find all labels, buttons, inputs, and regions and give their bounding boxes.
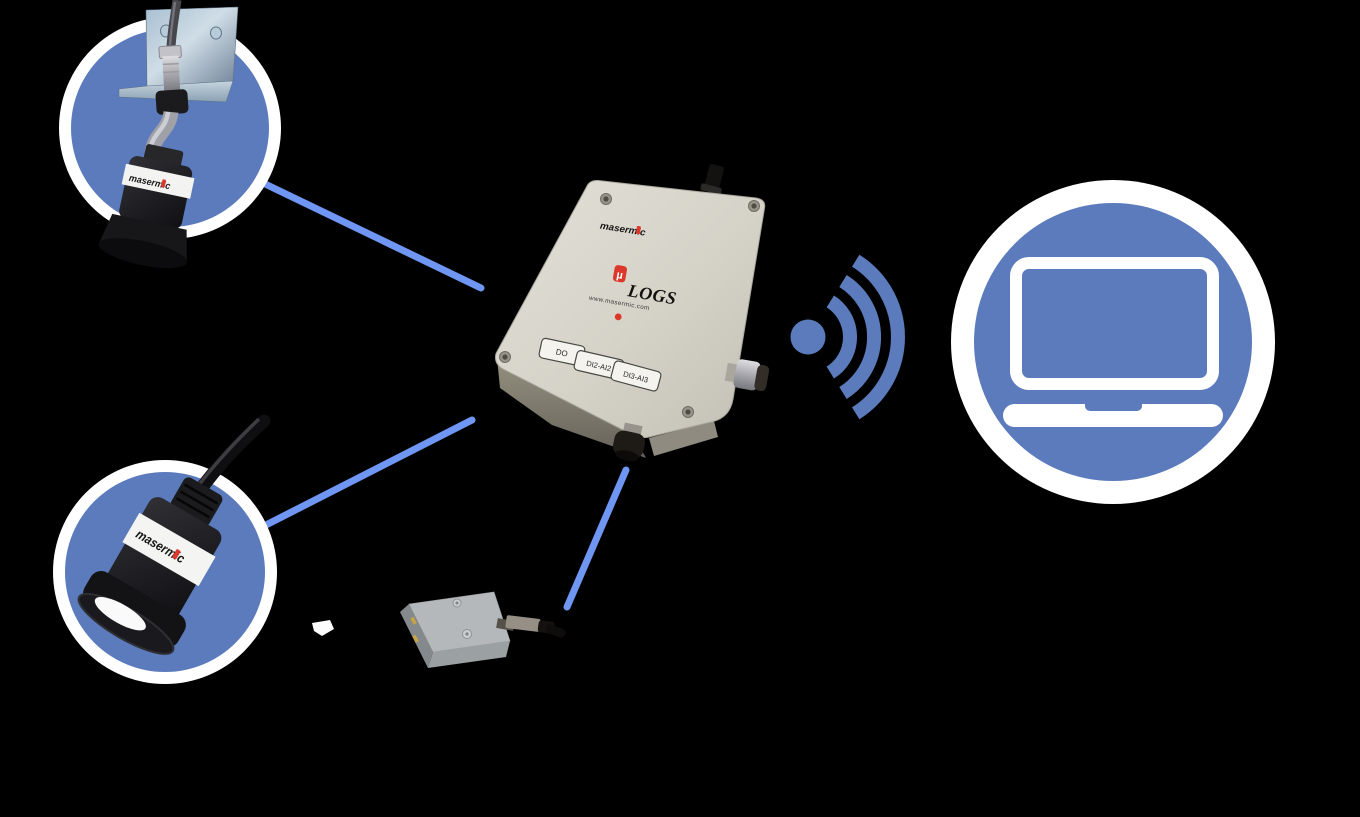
wifi-arc-2 xyxy=(839,275,882,399)
bracket-hole xyxy=(210,26,222,40)
box-contact-pins xyxy=(410,616,419,643)
surface-sensor-box xyxy=(400,591,566,668)
sensor-node-top-left: masermic xyxy=(59,0,281,269)
ulogs-logo: µ LOGS www.masermic.com xyxy=(587,265,678,321)
box-front-face xyxy=(428,641,510,668)
ultrasonic-transducer: masermic xyxy=(77,477,223,655)
antenna-connector xyxy=(700,164,724,195)
box-screws xyxy=(452,598,472,639)
port-label: DO xyxy=(555,347,569,358)
cable-gland xyxy=(158,45,182,93)
port-plate-di3: DI3-AI3 xyxy=(610,360,662,392)
ulogs-mu-badge xyxy=(612,265,627,283)
box-cable xyxy=(496,615,566,638)
datalogger-device: masermic µ LOGS www.masermic.com DO DI2-… xyxy=(495,164,770,462)
link-line-top-sensor xyxy=(257,178,485,292)
sensor-cable-highlight xyxy=(168,1,177,46)
wifi-arc-1 xyxy=(826,295,858,379)
laptop-screen xyxy=(1010,257,1219,390)
brand-band xyxy=(121,163,195,199)
link-line-box-sensor xyxy=(563,466,630,611)
white-speck xyxy=(312,620,334,636)
brand-band xyxy=(122,512,216,587)
laptop-base xyxy=(1003,404,1223,427)
bracket-collar xyxy=(155,89,189,115)
box-left-face xyxy=(400,604,433,668)
laptop-base-notch xyxy=(1085,398,1142,411)
sensor-face xyxy=(98,238,187,269)
port-plate-di2: DI2-AI2 xyxy=(573,350,625,380)
lid-screws xyxy=(499,193,760,418)
bottom-connector xyxy=(612,422,646,462)
wifi-dot xyxy=(790,319,826,355)
link-lines xyxy=(257,178,630,611)
brand-red-mark xyxy=(161,179,166,188)
logo-red-dot xyxy=(614,313,622,321)
link-line-bottom-sensor xyxy=(262,416,476,529)
brand-red-mark xyxy=(635,225,641,235)
ulogs-mu: µ xyxy=(615,269,623,282)
wifi-arc-3 xyxy=(851,254,905,420)
transducer-face xyxy=(94,597,146,631)
laptop-node xyxy=(951,180,1275,504)
brand-red-mark xyxy=(172,549,181,560)
sensor-node-bottom-left: masermic xyxy=(53,414,277,684)
laptop-icon xyxy=(1003,257,1223,427)
transducer-flange xyxy=(83,570,186,648)
wifi-signal-icon xyxy=(790,254,905,420)
ultrasonic-sensor-head: masermic xyxy=(98,144,195,269)
right-connector xyxy=(724,359,770,392)
device-side-face-right xyxy=(649,421,718,456)
